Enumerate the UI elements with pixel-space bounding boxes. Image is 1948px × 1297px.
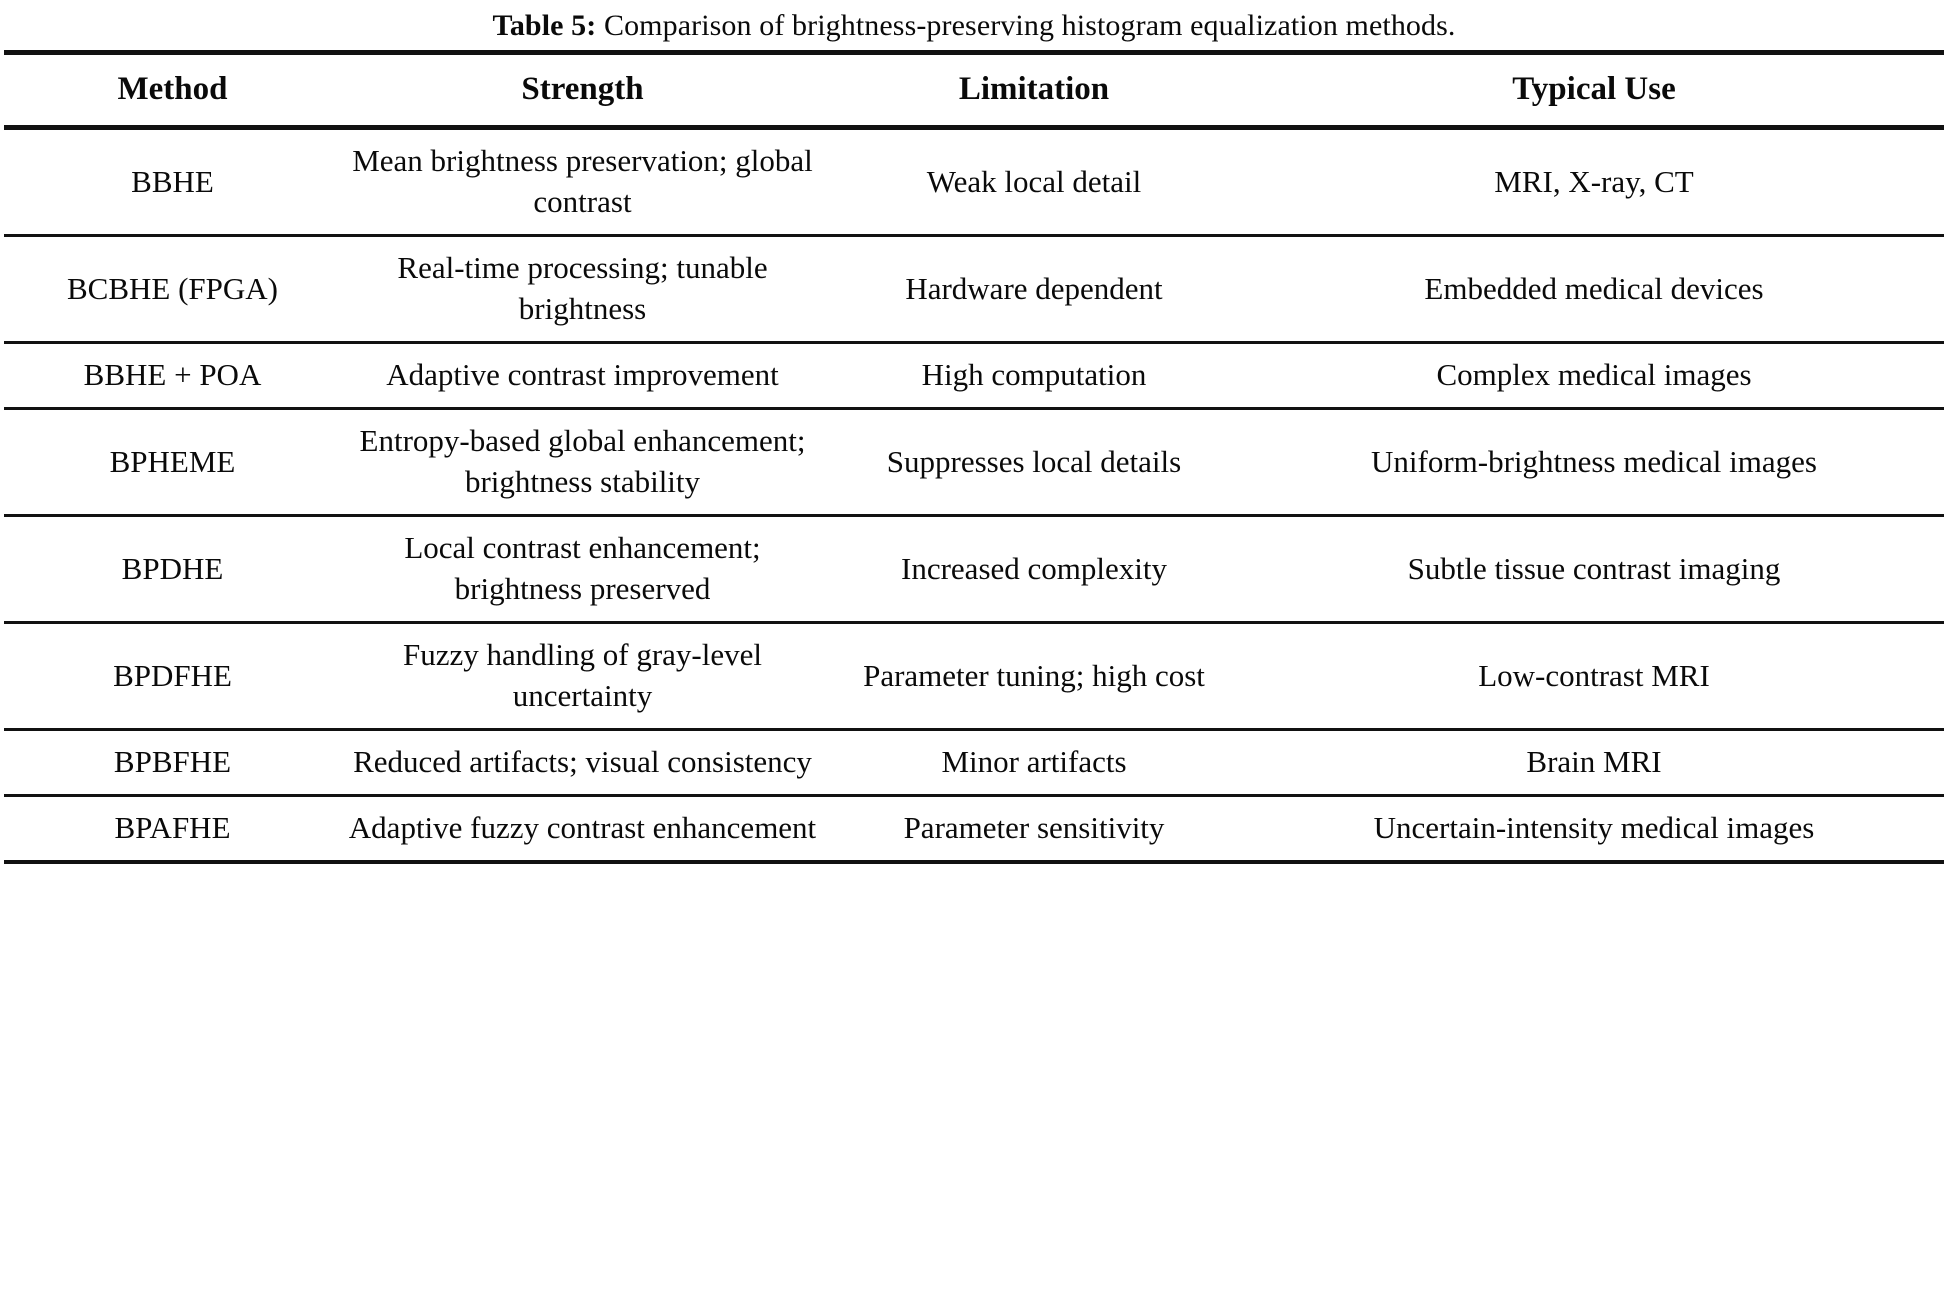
cell-typical-use: Low-contrast MRI xyxy=(1244,622,1944,731)
cell-limitation: Parameter sensitivity xyxy=(824,795,1244,864)
cell-method: BCBHE (FPGA) xyxy=(4,235,341,344)
cell-limitation: Minor artifacts xyxy=(824,729,1244,797)
cell-strength: Fuzzy handling of gray-level uncertainty xyxy=(341,622,824,731)
cell-limitation: High computation xyxy=(824,342,1244,410)
top-rule-line xyxy=(4,50,1944,55)
cell-limitation: Parameter tuning; high cost xyxy=(824,622,1244,731)
cell-method: BBHE + POA xyxy=(4,342,341,410)
table-row: BPHEME Entropy-based global enhancement;… xyxy=(4,408,1944,517)
cell-typical-use: Embedded medical devices xyxy=(1244,235,1944,344)
cell-strength: Adaptive contrast improvement xyxy=(341,342,824,410)
column-header-method: Method xyxy=(117,71,228,107)
table-caption-text: Comparison of brightness-preserving hist… xyxy=(603,9,1456,42)
cell-method: BPBFHE xyxy=(4,729,341,797)
cell-strength: Adaptive fuzzy contrast enhancement xyxy=(341,795,824,864)
table-row: BPDFHE Fuzzy handling of gray-level unce… xyxy=(4,622,1944,731)
cell-strength: Mean brightness preservation; global con… xyxy=(341,129,824,237)
cell-method: BPAFHE xyxy=(4,795,341,864)
cell-typical-use: Uniform-brightness medical images xyxy=(1244,408,1944,517)
cell-limitation: Suppresses local details xyxy=(824,408,1244,517)
cell-typical-use: MRI, X-ray, CT xyxy=(1244,129,1944,237)
table-row: BCBHE (FPGA) Real-time processing; tunab… xyxy=(4,235,1944,344)
cell-typical-use: Complex medical images xyxy=(1244,342,1944,410)
header-rule-line xyxy=(4,125,1944,130)
table-row: BPDHE Local contrast enhancement; bright… xyxy=(4,515,1944,624)
cell-method: BPHEME xyxy=(4,408,341,517)
cell-strength: Reduced artifacts; visual consistency xyxy=(341,729,824,797)
cell-typical-use: Uncertain-intensity medical images xyxy=(1244,795,1944,864)
table-caption-label: Table 5: xyxy=(492,9,597,42)
table-top-rule xyxy=(4,50,1944,55)
cell-typical-use: Subtle tissue contrast imaging xyxy=(1244,515,1944,624)
table-header-row: Method Strength Limitation Typical Use xyxy=(4,54,1944,127)
cell-method: BBHE xyxy=(4,129,341,237)
table-row: BBHE + POA Adaptive contrast improvement… xyxy=(4,342,1944,410)
table-row: BBHE Mean brightness preservation; globa… xyxy=(4,129,1944,237)
table-header-rule xyxy=(4,125,1944,130)
column-header-typical-use: Typical Use xyxy=(1512,71,1676,107)
column-header-strength: Strength xyxy=(521,71,644,107)
cell-strength: Real-time processing; tunable brightness xyxy=(341,235,824,344)
cell-method: BPDHE xyxy=(4,515,341,624)
cell-limitation: Hardware dependent xyxy=(824,235,1244,344)
cell-strength: Entropy-based global enhancement; bright… xyxy=(341,408,824,517)
cell-method: BPDFHE xyxy=(4,622,341,731)
cell-typical-use: Brain MRI xyxy=(1244,729,1944,797)
column-header-limitation: Limitation xyxy=(958,71,1110,107)
cell-strength: Local contrast enhancement; brightness p… xyxy=(341,515,824,624)
table-row: BPAFHE Adaptive fuzzy contrast enhanceme… xyxy=(4,795,1944,864)
table-caption: Table 5: Comparison of brightness-preser… xyxy=(0,0,1948,50)
cell-limitation: Increased complexity xyxy=(824,515,1244,624)
cell-limitation: Weak local detail xyxy=(824,129,1244,237)
comparison-table: Method Strength Limitation Typical Use B… xyxy=(4,50,1944,864)
table-row: BPBFHE Reduced artifacts; visual consist… xyxy=(4,729,1944,797)
